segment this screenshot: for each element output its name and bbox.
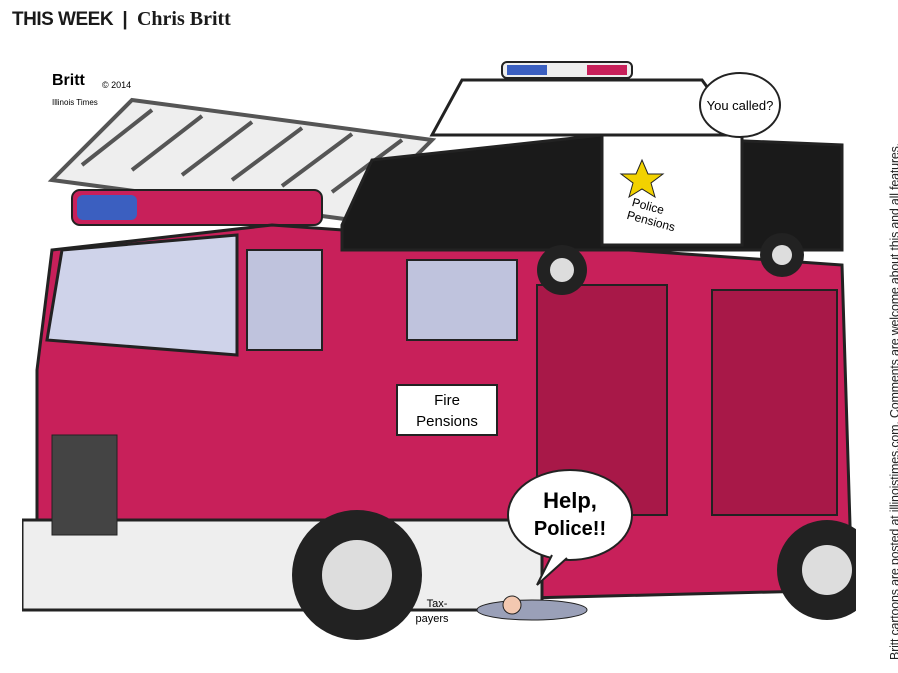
taxpayer-figure: Tax- payers (415, 595, 588, 625)
editorial-cartoon: Fire Pensions Police Pensions You called… (22, 61, 856, 640)
police-car: Police Pensions (340, 61, 844, 295)
truck-wheels (292, 510, 856, 640)
signature-copyright: © 2014 (102, 80, 131, 90)
taxpayers-label-line2: payers (415, 613, 449, 625)
help-police-speech-bubble: Help, Police!! (507, 469, 633, 586)
side-note: Britt cartoons are posted at illinoistim… (888, 143, 898, 660)
you-called-speech-bubble: You called? (699, 72, 781, 138)
header-separator: | (122, 9, 128, 30)
section-title: THIS WEEK (12, 9, 114, 30)
signature-publication: Illinois Times (52, 98, 98, 107)
artist-signature: Britt © 2014 Illinois Times (52, 72, 131, 107)
blue-light (77, 195, 137, 220)
taxpayers-label-line1: Tax- (427, 598, 448, 610)
help-text: Help, (543, 488, 597, 513)
page-header: THIS WEEK | Chris Britt (12, 8, 231, 31)
author-name: Chris Britt (136, 8, 231, 30)
signature-name: Britt (52, 72, 86, 89)
fire-pensions-label-line2: Pensions (416, 413, 478, 430)
fire-pensions-label-line1: Fire (434, 392, 460, 409)
police-text: Police!! (534, 518, 606, 540)
fire-truck: Fire Pensions (22, 223, 854, 612)
you-called-text: You called? (707, 98, 774, 113)
